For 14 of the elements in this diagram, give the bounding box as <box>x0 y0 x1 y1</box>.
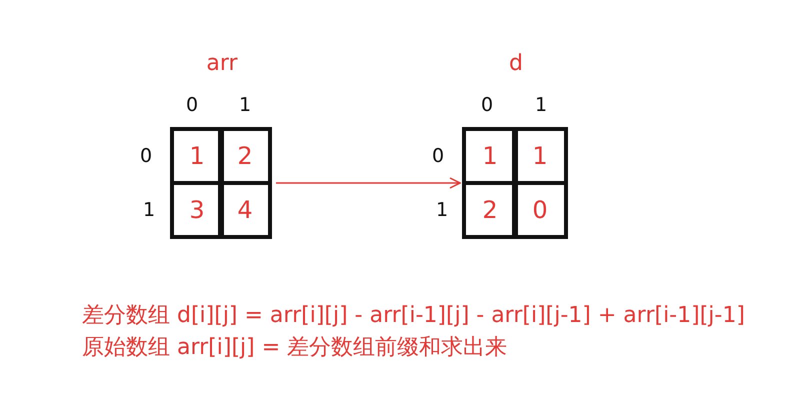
index-number: 0 <box>432 145 444 167</box>
index-number: 1 <box>535 94 548 116</box>
index-number: 0 <box>186 94 198 116</box>
index-number: 0 <box>140 145 152 167</box>
formula-text: 差分数组 d[i][j] = arr[i][j] - arr[i-1][j] - arr[i][j-1] + arr[i-1][j-1] <box>82 302 745 330</box>
arrow <box>276 177 461 189</box>
matrix-name: d <box>508 50 524 78</box>
index-number: 0 <box>481 94 494 116</box>
index-number: 1 <box>143 199 156 221</box>
index-number: 1 <box>239 94 252 116</box>
index-number: 1 <box>436 199 448 221</box>
formula-text: 原始数组 arr[i][j] = 差分数组前缀和求出来 <box>82 334 508 362</box>
matrix-grid <box>462 50 570 240</box>
matrix-name: arr <box>205 50 239 78</box>
